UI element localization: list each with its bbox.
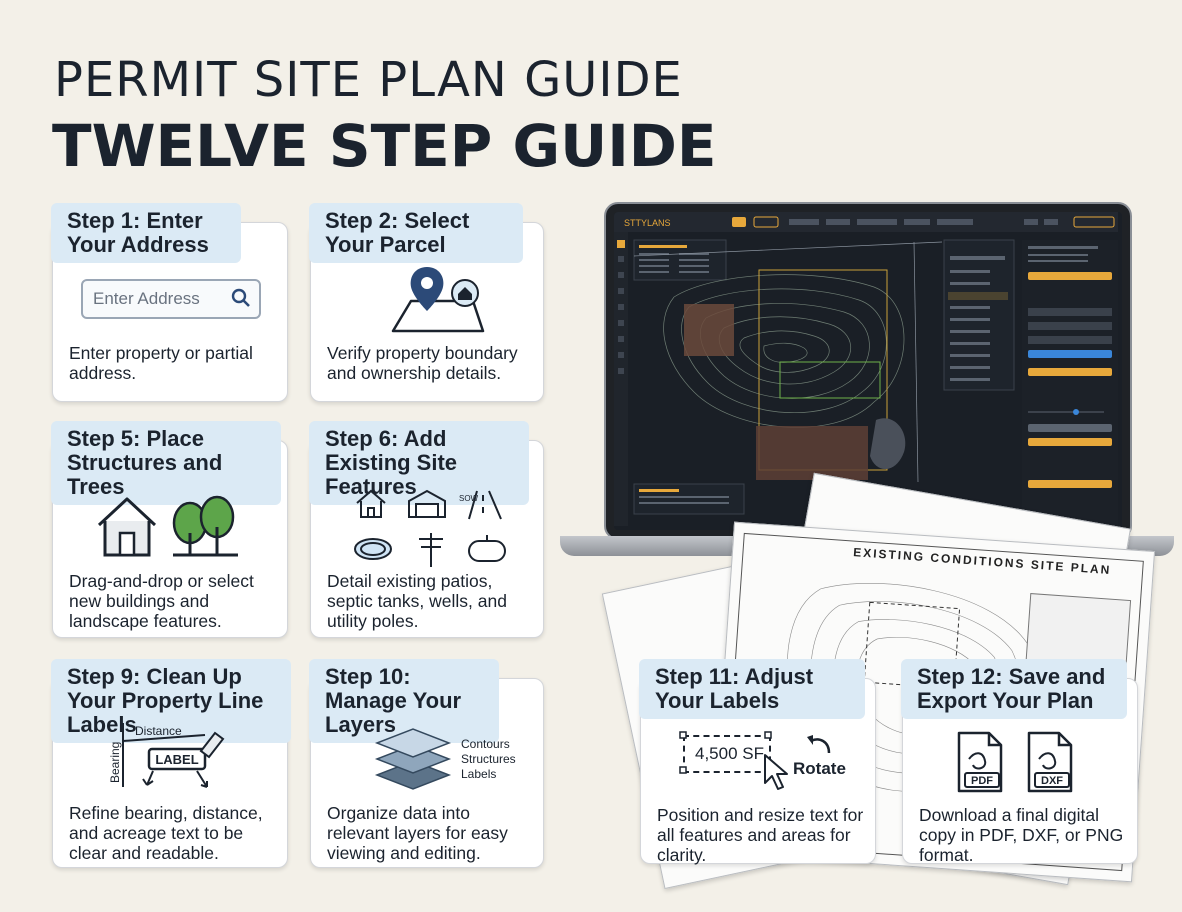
address-placeholder: Enter Address [93, 289, 200, 308]
step1-card: Step 1: Enter Your Address Enter Address… [51, 203, 288, 402]
bearing-label: Bearing [109, 742, 122, 783]
step2-desc: Verify property boundary and ownership d… [327, 343, 518, 383]
app-brand: STTYLANS [624, 218, 671, 228]
pdf-file-icon[interactable]: PDF [955, 731, 1005, 793]
step5-desc: Drag-and-drop or select new buildings an… [69, 571, 254, 631]
step10-desc: Organize data into relevant layers for e… [327, 803, 508, 863]
step9-desc: Refine bearing, distance, and acreage te… [69, 803, 263, 863]
house-and-trees-icon [97, 495, 238, 557]
step6-card: Step 6: Add Existing Site Features SOW D… [309, 421, 544, 638]
step10-card: Step 10: Manage Your Layers Contours Str… [309, 659, 544, 868]
layer-structures: Structures [461, 752, 516, 766]
step6-title: Step 6: Add Existing Site Features [309, 421, 529, 505]
property-line-label-icon: Distance Bearing LABEL [109, 723, 225, 788]
step2-card: Step 2: Select Your Parcel Verify proper… [309, 203, 544, 402]
step11-title: Step 11: Adjust Your Labels [639, 659, 865, 719]
step9-card: Step 9: Clean Up Your Property Line Labe… [51, 659, 291, 868]
app-screen: STTYLANS [614, 212, 1122, 530]
dxf-label: DXF [1041, 775, 1063, 787]
step1-title: Step 1: Enter Your Address [51, 203, 241, 263]
step12-desc: Download a final digital copy in PDF, DX… [919, 805, 1124, 865]
layer-names: Contours Structures Labels [461, 737, 516, 782]
site-features-icons: SOW [354, 489, 506, 567]
page-title-line2: TWELVE STEP GUIDE [52, 112, 717, 180]
parcel-location-icon [391, 267, 485, 333]
step11-card: Step 11: Adjust Your Labels 4,500 SF Rot… [639, 659, 876, 865]
step5-card: Step 5: Place Structures and Trees Drag-… [51, 421, 288, 638]
app-screenshot: STTYLANS [614, 212, 1118, 526]
layer-contours: Contours [461, 737, 510, 751]
page-title-line1: PERMIT SITE PLAN GUIDE [54, 52, 683, 108]
label-box-text: LABEL [155, 752, 198, 767]
dxf-file-icon[interactable]: DXF [1025, 731, 1075, 793]
step12-card: Step 12: Save and Export Your Plan PDF D… [901, 659, 1138, 865]
step12-title: Step 12: Save and Export Your Plan [901, 659, 1127, 719]
step11-desc: Position and resize text for all feature… [657, 805, 864, 865]
step9-title: Step 9: Clean Up Your Property Line Labe… [51, 659, 291, 743]
step6-desc: Detail existing patios, septic tanks, we… [327, 571, 507, 631]
cursor-arrow-icon [764, 754, 788, 790]
area-label-box[interactable]: 4,500 SF [683, 735, 771, 773]
area-label-text: 4,500 SF [695, 744, 764, 763]
svg-text:SOW: SOW [459, 494, 479, 503]
step2-title: Step 2: Select Your Parcel [309, 203, 523, 263]
address-search-input[interactable]: Enter Address [81, 279, 261, 319]
layers-stack-icon [374, 728, 452, 790]
step5-title: Step 5: Place Structures and Trees [51, 421, 281, 505]
rotate-icon[interactable] [805, 731, 835, 755]
layer-labels: Labels [461, 767, 497, 781]
step10-title: Step 10: Manage Your Layers [309, 659, 499, 743]
distance-label: Distance [135, 724, 182, 738]
step1-desc: Enter property or partial address. [69, 343, 253, 383]
laptop-mockup: STTYLANS [604, 202, 1132, 540]
search-icon[interactable] [231, 288, 251, 308]
rotate-label: Rotate [793, 759, 846, 778]
pdf-label: PDF [971, 775, 993, 787]
